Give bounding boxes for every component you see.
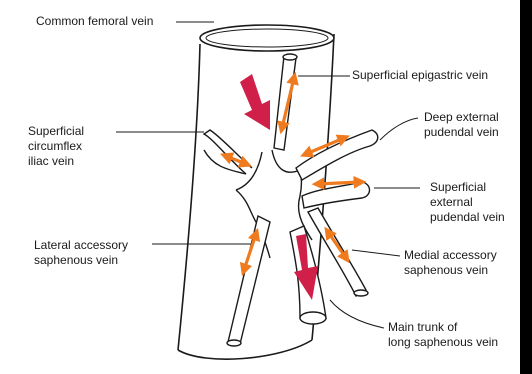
label-lateral-accessory-saphenous-vein: Lateral accessory saphenous vein <box>34 238 128 268</box>
branch-superficial-circumflex-iliac <box>204 130 252 174</box>
label-superficial-circumflex-iliac-vein: Superficial circumflex iliac vein <box>28 124 84 169</box>
branch-superficial-epigastric <box>274 54 297 150</box>
leader-main-trunk <box>330 300 384 328</box>
leader-deep-external-pudendal <box>380 118 418 140</box>
label-deep-external-pudendal-vein: Deep external pudendal vein <box>424 110 499 140</box>
label-superficial-external-pudendal-vein: Superficial external pudendal vein <box>430 180 505 225</box>
right-edge-strip <box>520 0 532 374</box>
label-medial-accessory-saphenous-vein: Medial accessory saphenous vein <box>404 248 497 278</box>
leader-medial-accessory-saphenous <box>352 250 400 256</box>
label-main-trunk-long-saphenous-vein: Main trunk of long saphenous vein <box>388 320 498 350</box>
label-common-femoral-vein: Common femoral vein <box>36 14 153 29</box>
branch-lateral-accessory-saphenous <box>227 216 270 346</box>
branch-deep-external-pudendal <box>296 130 378 180</box>
branch-superficial-external-pudendal <box>302 182 370 208</box>
flow-arrow-femoral-icon <box>240 74 270 130</box>
label-superficial-epigastric-vein: Superficial epigastric vein <box>352 68 488 83</box>
reflux-arrow-superficial-pudendal-icon <box>318 182 360 184</box>
